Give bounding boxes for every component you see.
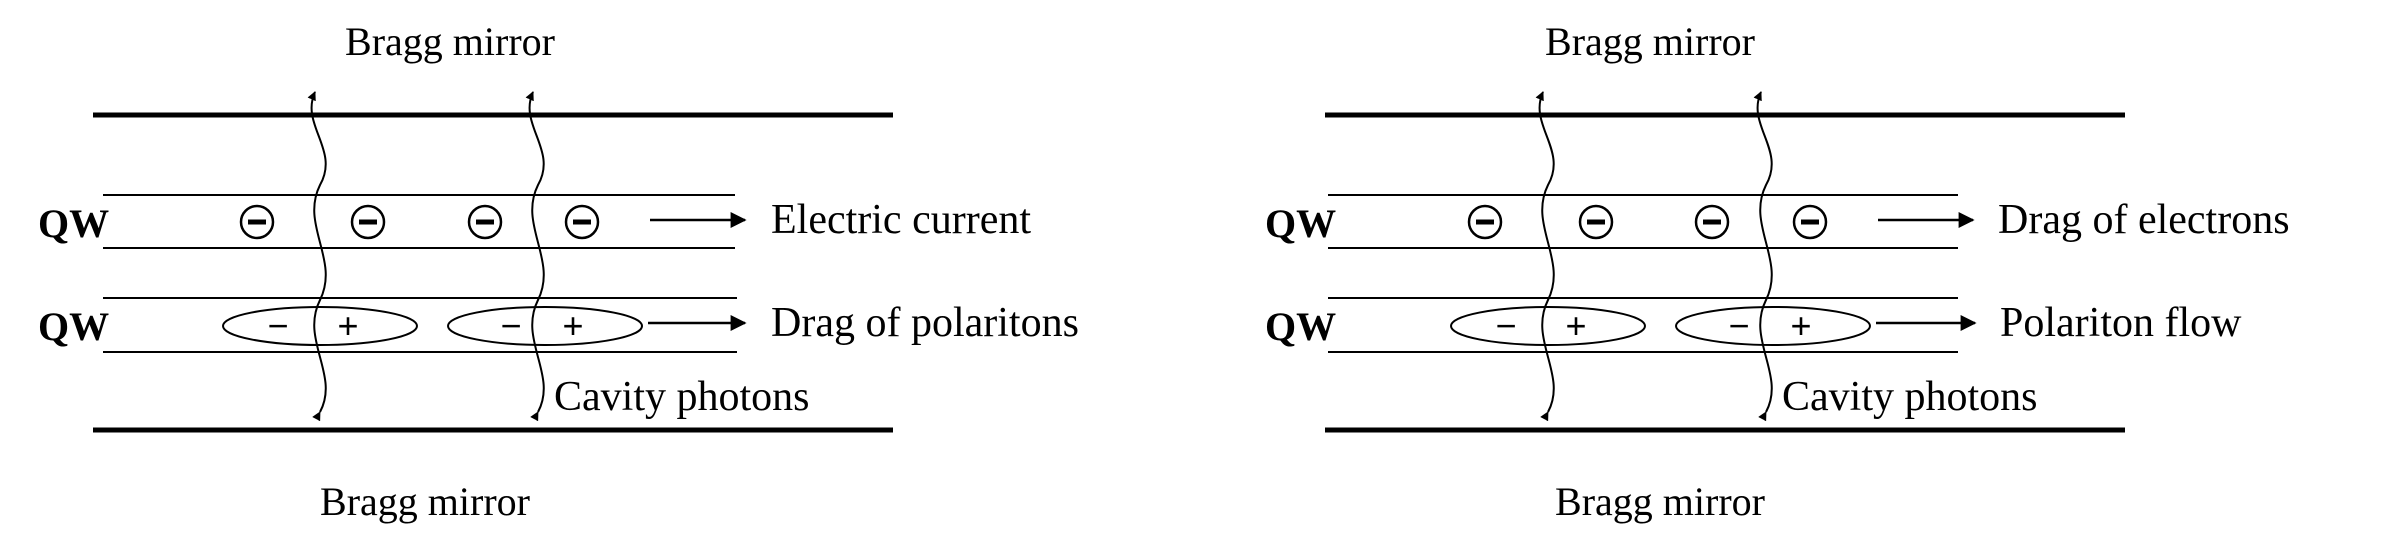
bottom-mirror-label: Bragg mirror (1555, 479, 1765, 524)
exciton-minus: − (267, 305, 288, 346)
bottom-flow-label: Polariton flow (2000, 300, 2242, 346)
electron (239, 204, 275, 240)
exciton-plus: + (1565, 305, 1586, 346)
electron (350, 204, 386, 240)
cavity-photons-label: Cavity photons (554, 374, 810, 420)
exciton: − + (447, 305, 643, 346)
exciton: − + (222, 305, 418, 346)
exciton-minus: − (500, 305, 521, 346)
electrons-row (239, 204, 600, 240)
electron (1578, 204, 1614, 240)
electron (1694, 204, 1730, 240)
cavity-photon-wave (1753, 91, 1773, 422)
electron (1467, 204, 1503, 240)
electron (564, 204, 600, 240)
cavity-photon-wave (1535, 91, 1555, 422)
qw-top-label: QW (38, 201, 109, 246)
cavity-photon-wave (525, 91, 545, 422)
cavity-photons-label: Cavity photons (1782, 374, 2038, 420)
top-flow-label: Electric current (771, 197, 1031, 243)
exciton-plus: + (562, 305, 583, 346)
exciton-minus: − (1728, 305, 1749, 346)
top-flow-label: Drag of electrons (1998, 197, 2290, 243)
qw-bottom-label: QW (1265, 304, 1336, 349)
exciton-minus: − (1495, 305, 1516, 346)
exciton-plus: + (337, 305, 358, 346)
cavity-photon-wave (307, 91, 327, 422)
qw-top-label: QW (1265, 201, 1336, 246)
exciton: − + (1450, 305, 1646, 346)
top-mirror-label: Bragg mirror (345, 19, 555, 64)
electron (1792, 204, 1828, 240)
exciton-plus: + (1790, 305, 1811, 346)
panel-left: Bragg mirror QW Electric cu (38, 19, 1079, 524)
electron (467, 204, 503, 240)
qw-bottom-label: QW (38, 304, 109, 349)
electrons-row (1467, 204, 1828, 240)
top-mirror-label: Bragg mirror (1545, 19, 1755, 64)
exciton: − + (1675, 305, 1871, 346)
panel-right: Bragg mirror QW Drag of ele (1265, 19, 2290, 524)
bottom-flow-label: Drag of polaritons (771, 300, 1079, 346)
bottom-mirror-label: Bragg mirror (320, 479, 530, 524)
